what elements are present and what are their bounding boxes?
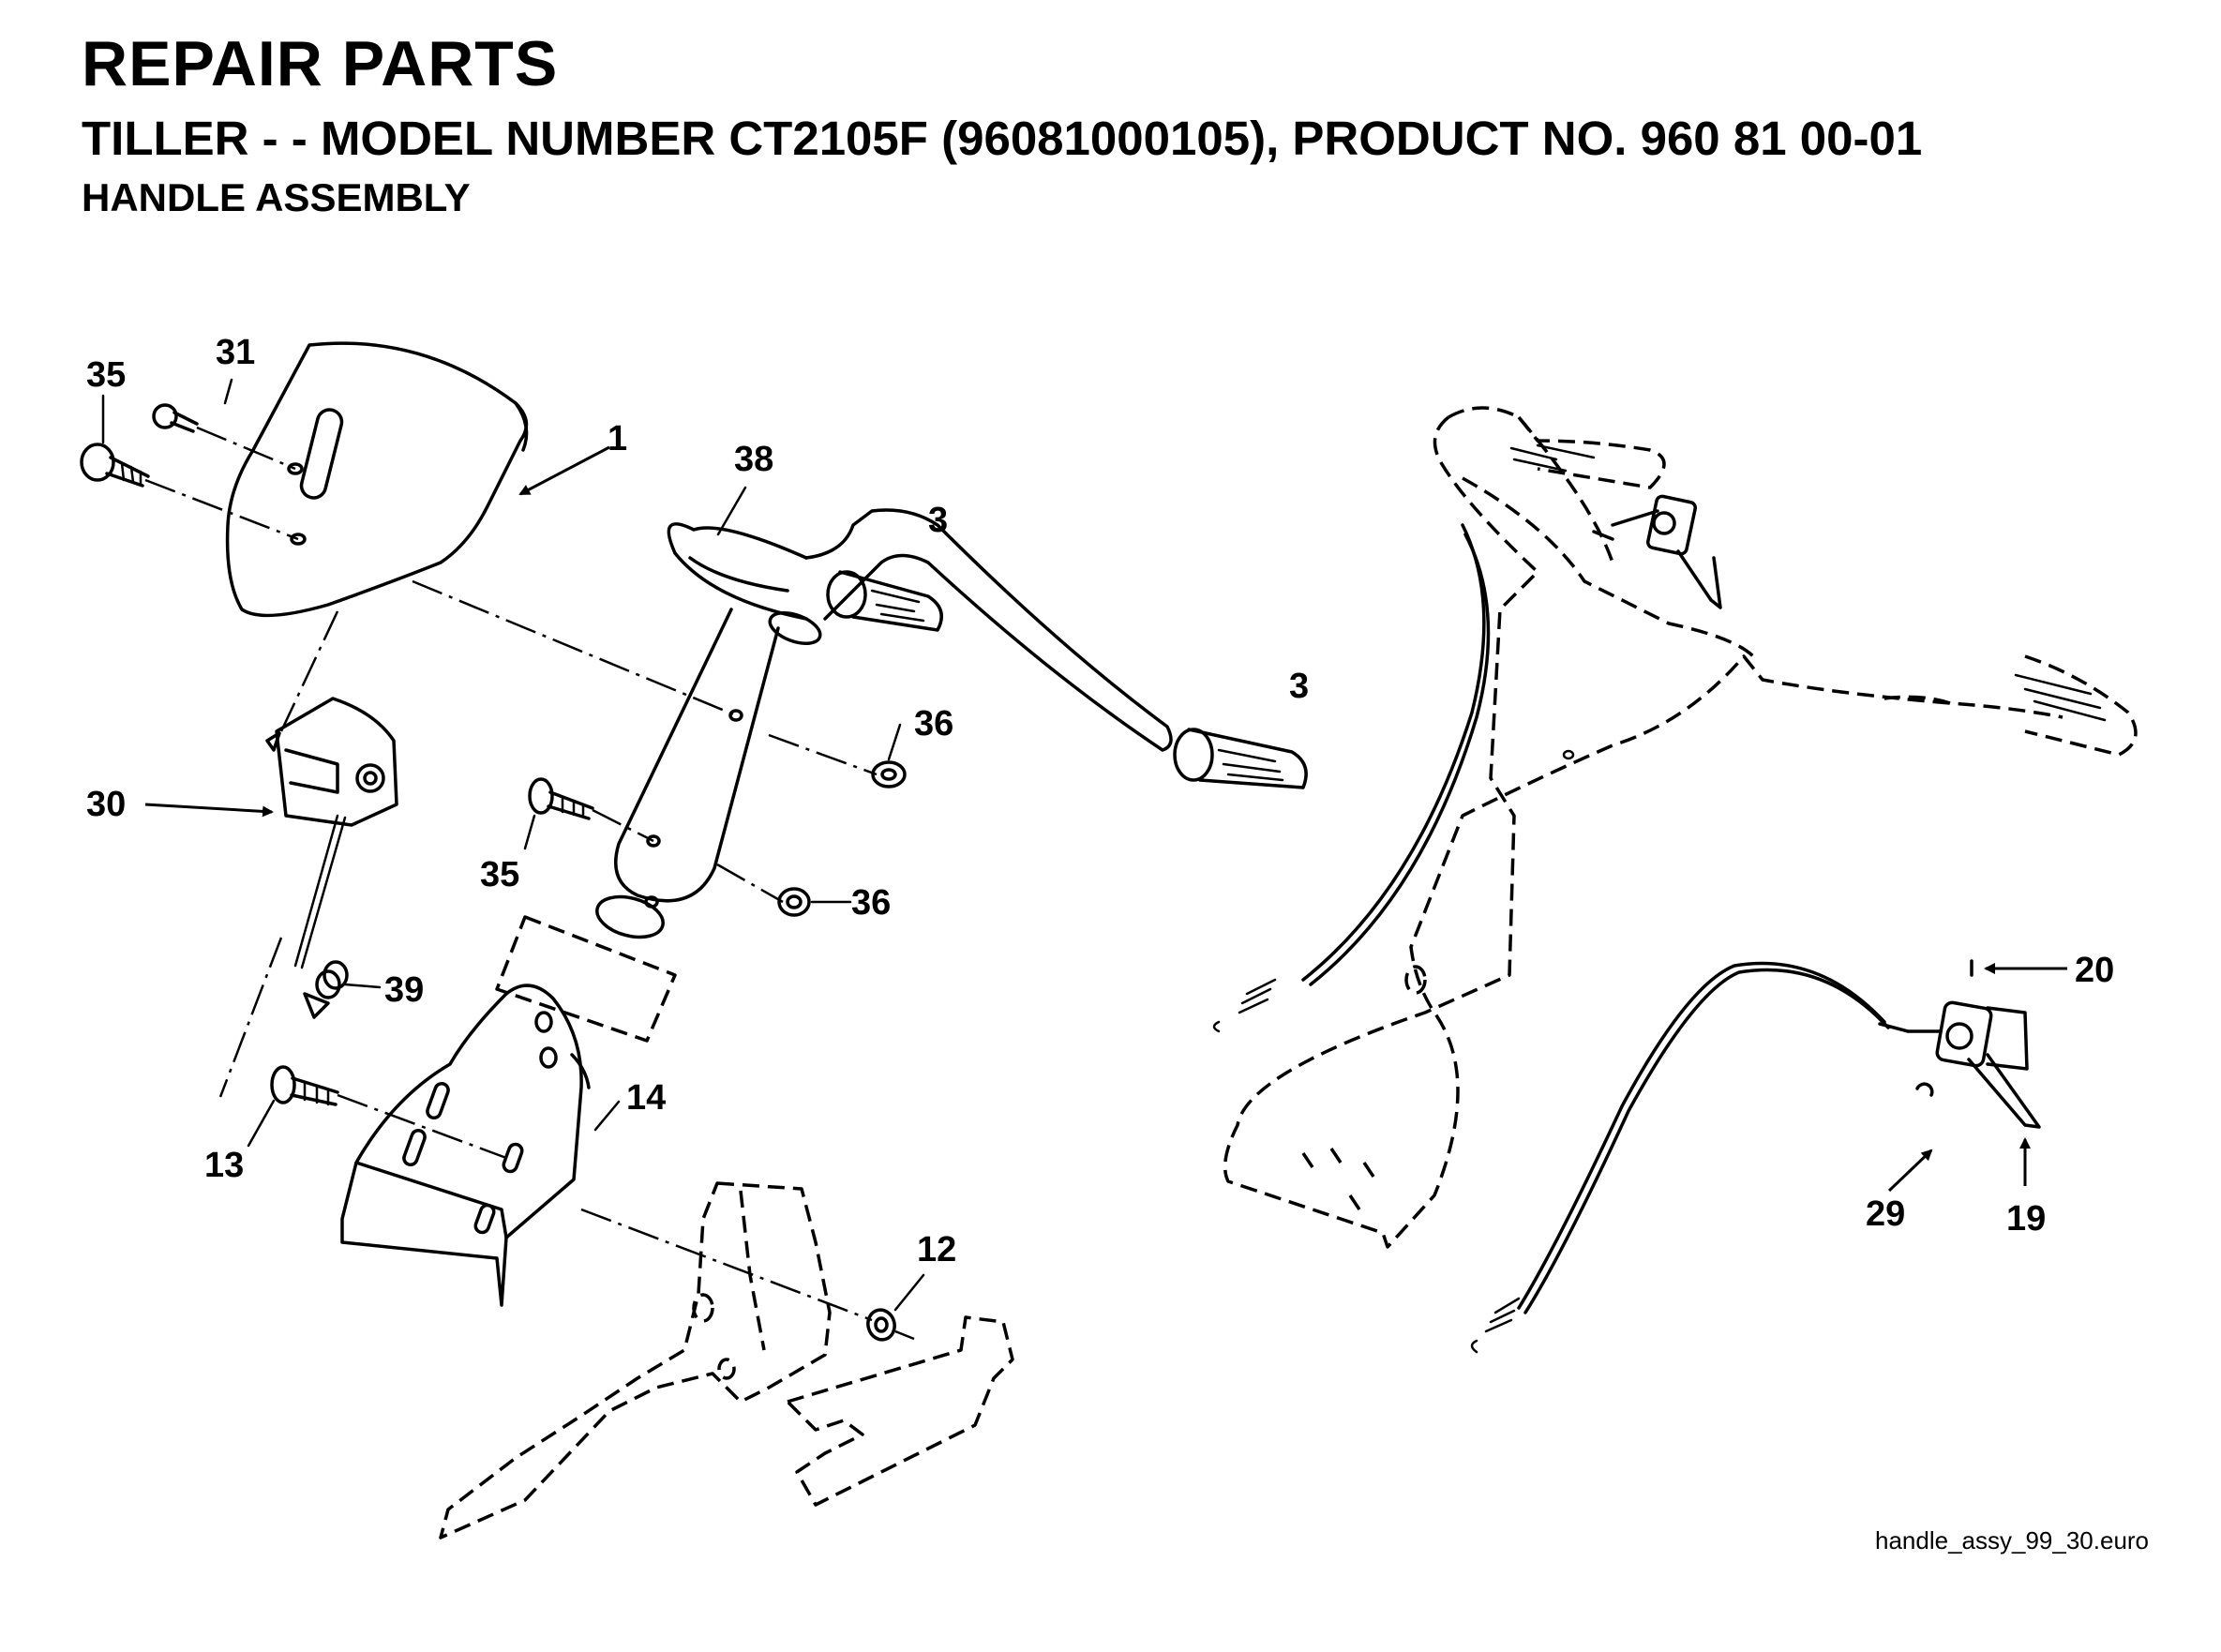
- callout-30: 30: [86, 785, 126, 824]
- model-subtitle: TILLER - - MODEL NUMBER CT2105F (9608100…: [82, 112, 1923, 165]
- nut-part-36-lower: [777, 887, 811, 917]
- callout-36-upper: 36: [914, 704, 953, 743]
- page-title: REPAIR PARTS: [82, 28, 559, 99]
- screw-part-31: [152, 403, 199, 433]
- handlebar-part-38: [595, 508, 1173, 939]
- callout-14: 14: [626, 1078, 666, 1118]
- callout-31: 31: [216, 333, 255, 372]
- nut-part-12: [866, 1308, 896, 1342]
- bolt-part-13: [270, 1065, 339, 1106]
- callout-12: 12: [917, 1230, 956, 1269]
- callout-29: 29: [1866, 1194, 1905, 1234]
- section-title: HANDLE ASSEMBLY: [82, 175, 471, 219]
- handle-panel-part-1: [225, 341, 529, 618]
- bolt-part-35-top: [80, 443, 150, 488]
- grip-part-3-upper: [826, 570, 943, 632]
- mounting-frame-reference: [439, 915, 1014, 1539]
- grip-part-3-lower: [1173, 728, 1308, 789]
- callout-39: 39: [384, 970, 424, 1010]
- bolt-part-35-middle: [528, 777, 594, 820]
- callout-19: 19: [2006, 1199, 2046, 1239]
- leader-lines: [101, 378, 2067, 1312]
- assembled-handle-reference: [1212, 406, 2138, 1249]
- bracket-part-14: [340, 984, 591, 1307]
- alignment-lines: [144, 426, 915, 1341]
- callout-20: 20: [2075, 951, 2114, 990]
- callout-35-middle: 35: [480, 855, 519, 894]
- callout-3-upper: 3: [928, 501, 948, 540]
- nut-part-36-upper: [871, 760, 907, 788]
- callout-13: 13: [204, 1146, 244, 1185]
- callout-38: 38: [734, 440, 773, 479]
- drawing-filename: handle_assy_99_30.euro: [1875, 1526, 2149, 1554]
- bracket-part-30: [265, 697, 398, 969]
- spring-part-39: [303, 960, 349, 1019]
- lever-assembly: [1470, 959, 2041, 1354]
- callout-3-lower: 3: [1289, 667, 1309, 706]
- callout-1: 1: [608, 419, 627, 458]
- callout-36-lower: 36: [851, 883, 891, 923]
- callout-35-top: 35: [86, 355, 126, 395]
